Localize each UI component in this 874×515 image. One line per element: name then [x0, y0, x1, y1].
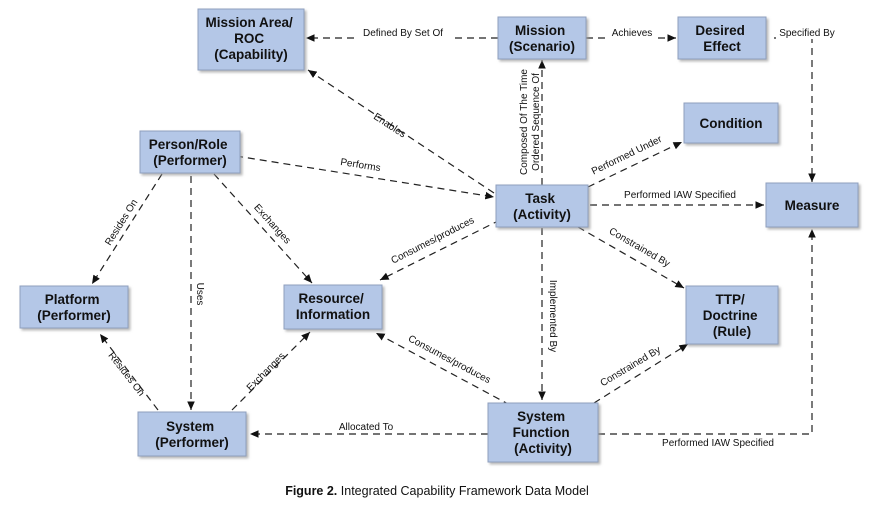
node-condition-line1: Condition [700, 116, 763, 131]
node-system-function-line2: Function [513, 425, 570, 440]
svg-text:Person/Role (Performer: Person/Role (Performer) [149, 137, 232, 168]
svg-text:Mission Area/ ROC: Mission Area/ ROC (Capability) [205, 15, 296, 62]
svg-text:Resource/ Information: Resource/ Information [296, 291, 370, 322]
svg-text:Task (Activity): Task (Activity) [513, 191, 571, 222]
node-system-line1: System [166, 419, 214, 434]
node-system[interactable]: System (Performer) [137, 411, 247, 457]
label-allocated-to: Allocated To [339, 422, 394, 433]
label-enables: Enables [371, 111, 407, 140]
node-task-line2: (Activity) [513, 207, 571, 222]
label-exchanges-person: Exchanges [251, 202, 292, 246]
edge-specified-by [774, 37, 816, 182]
edge-exchanges-system [231, 331, 311, 411]
label-consumes-function: Consumes/produces [406, 333, 492, 386]
svg-text:System Function: System Function (Activity) [513, 409, 574, 456]
node-platform[interactable]: Platform (Performer) [19, 285, 129, 329]
node-person-role[interactable]: Person/Role (Performer) [139, 130, 241, 174]
edges [91, 34, 816, 438]
edge-resides-on-person [91, 173, 163, 285]
node-system-function-line3: (Activity) [514, 441, 572, 456]
label-uses: Uses [194, 283, 205, 306]
label-consumes-task: Consumes/produces [390, 215, 477, 266]
edge-constrained-task [577, 226, 685, 289]
label-performs: Performs [339, 157, 381, 174]
svg-text:Platform (Performer): Platform (Performer) [37, 292, 111, 323]
label-resides-on-person: Resides On [103, 198, 140, 248]
node-mission-line1: Mission [515, 23, 565, 38]
node-system-line2: (Performer) [155, 435, 229, 450]
node-mission-line2: (Scenario) [509, 39, 575, 54]
node-mission[interactable]: Mission (Scenario) [497, 16, 587, 60]
label-defined-by-set-of: Defined By Set Of [363, 28, 443, 39]
label-composed-of-line2: Ordered Sequence Of [531, 73, 542, 171]
edge-constrained-function [593, 343, 689, 404]
svg-text:Measure: Measure [785, 198, 840, 213]
node-desired-effect[interactable]: Desired Effect [677, 16, 767, 60]
node-ttp-line2: Doctrine [703, 308, 758, 323]
label-implemented-by: Implemented By [547, 280, 558, 352]
node-measure[interactable]: Measure [765, 182, 859, 228]
nodes: Mission Area/ ROC (Capability) Mission (… [19, 8, 859, 463]
node-resource-line2: Information [296, 307, 370, 322]
node-desired-effect-line1: Desired [695, 23, 745, 38]
edge-performed-under [587, 141, 683, 188]
edge-enables [307, 69, 495, 194]
label-constrained-function: Constrained By [599, 345, 663, 390]
node-mission-area-line1: Mission Area/ [205, 15, 293, 30]
svg-text:Desired Effect: Desired Effect [695, 23, 748, 54]
node-system-function-line1: System [517, 409, 565, 424]
node-task[interactable]: Task (Activity) [495, 184, 589, 228]
label-composed-of-line1: Composed Of The Time [519, 69, 530, 175]
label-exchanges-system: Exchanges [245, 351, 288, 394]
node-mission-area[interactable]: Mission Area/ ROC (Capability) [197, 8, 305, 71]
edge-resides-on-system [99, 333, 159, 411]
node-platform-line1: Platform [45, 292, 100, 307]
edge-performed-iaw-function [598, 229, 816, 435]
node-ttp[interactable]: TTP/ Doctrine (Rule) [685, 285, 779, 345]
svg-text:Condition: Condition [700, 116, 763, 131]
node-person-role-line1: Person/Role [149, 137, 228, 152]
figure-caption: Figure 2. Integrated Capability Framewor… [0, 484, 874, 498]
label-specified-by: Specified By [779, 28, 835, 39]
edge-consumes-task [379, 219, 501, 281]
label-performed-iaw-task: Performed IAW Specified [624, 190, 736, 201]
node-resource-line1: Resource/ [298, 291, 364, 306]
edge-exchanges-person [213, 173, 313, 284]
svg-text:TTP/ Doctrine: TTP/ Doctrine (Rule) [703, 292, 762, 339]
node-measure-line1: Measure [785, 198, 840, 213]
node-platform-line2: (Performer) [37, 308, 111, 323]
label-resides-on-system: Resides On [106, 350, 147, 398]
figure-number: Figure 2. [285, 484, 338, 498]
edge-consumes-function [375, 332, 511, 406]
svg-text:Mission (Scenario): Mission (Scenario) [509, 23, 575, 54]
node-ttp-line1: TTP/ [715, 292, 744, 307]
label-achieves: Achieves [612, 28, 653, 39]
node-mission-area-line3: (Capability) [214, 47, 288, 62]
label-constrained-task: Constrained By [607, 226, 672, 270]
edge-performs [235, 155, 495, 200]
label-performed-iaw-function: Performed IAW Specified [662, 438, 774, 449]
node-desired-effect-line2: Effect [703, 39, 741, 54]
svg-text:System (Performer): System (Performer) [155, 419, 229, 450]
node-task-line1: Task [525, 191, 555, 206]
node-condition[interactable]: Condition [683, 102, 779, 144]
node-mission-area-line2: ROC [234, 31, 264, 46]
node-resource[interactable]: Resource/ Information [283, 284, 383, 330]
figure-title: Integrated Capability Framework Data Mod… [340, 484, 589, 498]
node-ttp-line3: (Rule) [713, 324, 751, 339]
edge-labels: Defined By Set Of Achieves Specified By … [103, 25, 838, 449]
node-person-role-line2: (Performer) [153, 153, 227, 168]
node-system-function[interactable]: System Function (Activity) [487, 402, 599, 463]
